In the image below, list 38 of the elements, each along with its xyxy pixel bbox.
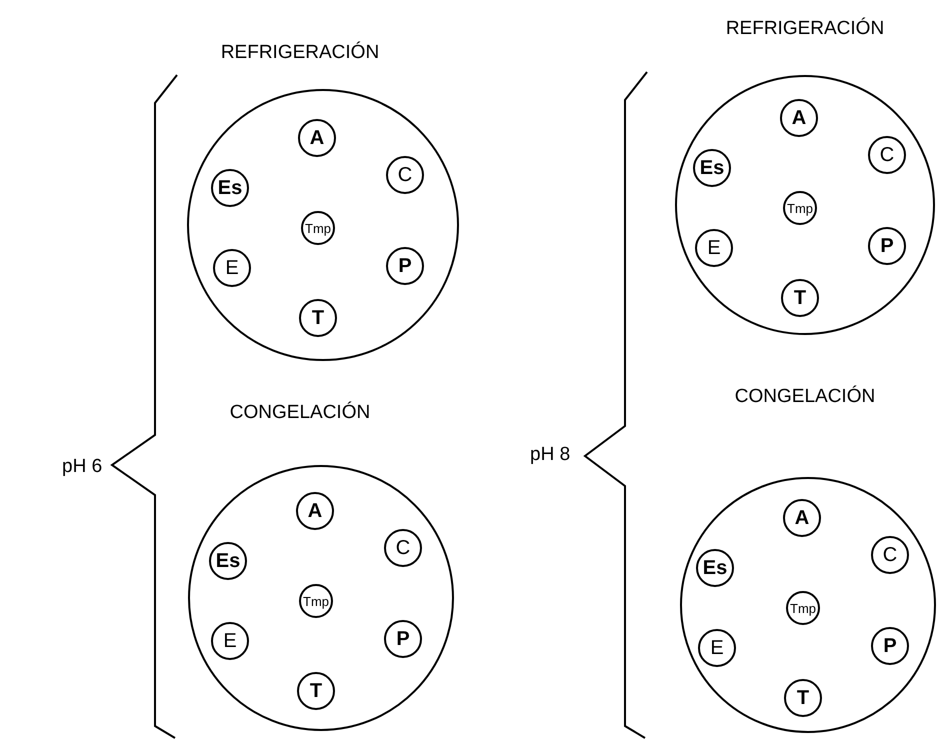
antibiotic-disk: Es xyxy=(693,149,731,187)
dish-heading: CONGELACIÓN xyxy=(734,386,876,408)
antibiotic-disk: C xyxy=(868,136,906,174)
antibiotic-disk: Es xyxy=(696,549,734,587)
antibiotic-disk: Tmp xyxy=(786,591,820,625)
antibiotic-disk: C xyxy=(871,536,909,574)
antibiotic-disk: Es xyxy=(209,542,247,580)
antibiotic-disk: T xyxy=(781,279,819,317)
petri-dish xyxy=(187,89,459,361)
petri-dish xyxy=(188,465,454,731)
antibiotic-disk: T xyxy=(299,299,337,337)
dish-heading: CONGELACIÓN xyxy=(230,402,370,424)
ph-label: pH 6 xyxy=(62,456,102,478)
ph-label: pH 8 xyxy=(530,444,570,466)
antibiotic-disk: T xyxy=(297,672,335,710)
dish-heading: REFRIGERACIÓN xyxy=(726,18,884,40)
antibiotic-disk: T xyxy=(784,679,822,717)
antibiotic-disk: E xyxy=(698,629,736,667)
antibiotic-disk: C xyxy=(386,156,424,194)
antibiotic-disk: E xyxy=(695,229,733,267)
antibiotic-disk: C xyxy=(384,529,422,567)
antibiotic-disk: P xyxy=(871,627,909,665)
antibiotic-disk: P xyxy=(386,247,424,285)
antibiotic-disk: E xyxy=(211,622,249,660)
petri-dish xyxy=(680,477,936,733)
antibiotic-disk: Tmp xyxy=(783,191,817,225)
antibiotic-disk: A xyxy=(296,492,334,530)
petri-dish xyxy=(675,75,935,335)
antibiotic-disk: Tmp xyxy=(299,584,333,618)
antibiotic-disk: E xyxy=(213,249,251,287)
antibiotic-disk: P xyxy=(384,620,422,658)
antibiotic-disk: A xyxy=(780,99,818,137)
antibiotic-disk: A xyxy=(783,499,821,537)
antibiotic-disk: Tmp xyxy=(301,211,335,245)
antibiotic-disk: P xyxy=(868,227,906,265)
antibiotic-disk: A xyxy=(298,119,336,157)
dish-heading: REFRIGERACIÓN xyxy=(220,42,380,64)
antibiotic-disk: Es xyxy=(211,169,249,207)
